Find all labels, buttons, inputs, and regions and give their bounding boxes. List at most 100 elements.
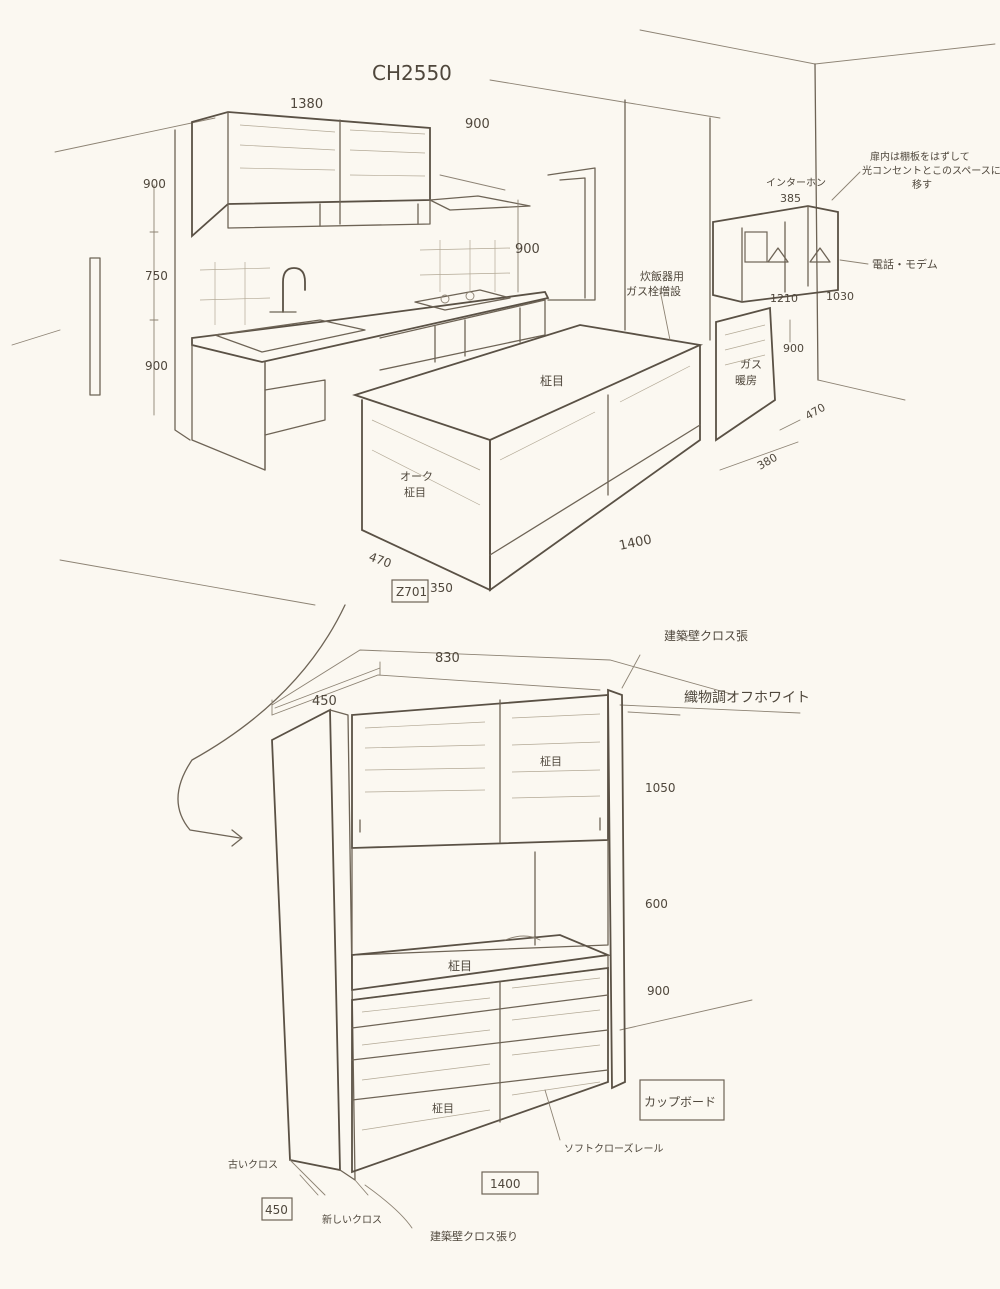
dim-heater-h: 900 <box>783 342 804 355</box>
note-gas-heater: ガス 暖房 <box>735 358 766 387</box>
duct-leader <box>659 289 671 341</box>
back-doorway <box>547 167 596 301</box>
back-doorway-inner <box>559 177 586 299</box>
ceiling-line-right <box>489 79 721 119</box>
cupboard-drawers <box>351 966 609 1174</box>
dim-island-length: 1400 <box>618 532 653 554</box>
floor-line-left <box>11 329 61 346</box>
drawer-hsplits <box>351 994 609 1101</box>
right-wall-floor <box>619 999 753 1031</box>
lower-cabinet-left <box>191 344 266 471</box>
width-total-box <box>481 1171 539 1195</box>
note-cupboard: カップボード <box>644 1095 716 1109</box>
ref-tag-2: 450 <box>265 1203 288 1217</box>
note-old-cloth: 古いクロス <box>228 1158 278 1171</box>
floor-corner-line <box>817 379 906 401</box>
ceiling-corner <box>639 29 996 65</box>
old-cloth-leader <box>299 1174 319 1196</box>
bottom-floor-lines <box>289 1159 369 1196</box>
ceiling-line-left <box>54 117 216 153</box>
upper-door-handles <box>359 817 601 833</box>
burner-2 <box>465 291 475 301</box>
note-gas-heater-line1: ガス <box>740 358 762 371</box>
wall-niche <box>712 205 839 303</box>
wall-pillar <box>624 99 711 341</box>
connector-arrow <box>177 604 346 839</box>
dim-heater-w: 470 <box>803 401 828 423</box>
heater-dim-line <box>719 419 801 471</box>
wall-corner-line <box>814 63 819 381</box>
cooktop <box>414 289 511 311</box>
dim-hood-rise: 900 <box>515 242 540 257</box>
bottom-ceiling <box>271 649 736 706</box>
dim-heater-d: 380 <box>755 451 780 473</box>
cupboard-right-panel <box>607 688 626 1090</box>
note-wall-cabinet-line1: 扉内は棚板をはずして <box>870 150 970 163</box>
dim-upper-height: 900 <box>143 177 166 191</box>
faucet <box>282 267 306 313</box>
upper-door-label: 柾目 <box>540 754 562 768</box>
bottom-soffit <box>271 674 601 716</box>
open-niche <box>351 839 609 956</box>
dim-depth: 450 <box>312 694 337 709</box>
dim-width-total: 1400 <box>490 1177 521 1191</box>
island-top-label: 柾目 <box>540 374 564 388</box>
dim-island-a: 470 <box>367 550 393 571</box>
dim-backsplash: 750 <box>145 269 168 283</box>
upper-cabinet-hatch <box>239 124 426 177</box>
depth-dim-line <box>271 661 381 716</box>
note-intercom: インターホン <box>766 177 826 189</box>
lower-drawers <box>379 299 546 371</box>
island-top <box>352 324 704 441</box>
note-duct-line2: ガス栓増設 <box>626 284 681 298</box>
note-wall-cabinet: 扉内は棚板をはずして 光コンセントとこのスペースに 移す <box>862 150 1000 191</box>
island-side-label: オーク 柾目 <box>400 470 437 499</box>
dim-upper-h: 1050 <box>645 781 676 795</box>
cupboard-label-box <box>639 1079 725 1121</box>
upper-cabinet-bottom <box>227 199 431 229</box>
counter-item <box>504 935 541 941</box>
note-wall-cabinet-line3: 移す <box>912 178 932 191</box>
dim-upper-width: 1380 <box>290 97 323 112</box>
left-door-edge <box>89 257 101 396</box>
cupboard-side-panel <box>271 708 341 1172</box>
note-wall-cabinet-line2: 光コンセントとこのスペースに <box>862 164 1000 177</box>
note-fabric-white: 織物調オフホワイト <box>684 690 810 706</box>
knee-space <box>264 379 326 436</box>
backsplash-tiles <box>199 240 511 325</box>
note-soft-close: ソフトクローズレール <box>564 1142 664 1155</box>
island-front <box>489 344 701 592</box>
note-building-wall-cloth: 建築壁クロス張 <box>664 628 748 643</box>
dim-width: 830 <box>435 651 460 666</box>
dim-intercom: 385 <box>780 192 801 205</box>
dim-hood-width: 900 <box>465 117 490 132</box>
ref-tag-1: Z701 <box>396 585 427 599</box>
dim-counter-h: 900 <box>647 984 670 998</box>
phone-leader <box>839 259 869 265</box>
dim-open-h: 600 <box>645 897 668 911</box>
counter-edge <box>351 954 609 1001</box>
island-side-line2: 柾目 <box>404 485 426 499</box>
connector-arrowhead <box>231 829 243 847</box>
intercom-box <box>744 231 768 263</box>
soft-close-leader <box>544 1089 561 1141</box>
island-rail <box>489 424 701 556</box>
range-hood <box>429 195 531 211</box>
fabric-leader <box>627 711 681 716</box>
dim-niche-2: 1030 <box>826 290 854 303</box>
counter-label: 柾目 <box>448 959 472 973</box>
drawer-hatch <box>361 977 601 1131</box>
upper-cabinet-shelf <box>319 203 419 227</box>
wall-cloth-leader <box>621 654 641 689</box>
island-side-line1: オーク <box>400 470 433 483</box>
dim-island-b: 350 <box>430 581 453 595</box>
gas-heater <box>715 306 776 442</box>
niche-inner-lines <box>784 205 809 293</box>
cupboard-upper-doors <box>351 694 609 849</box>
sink <box>214 319 366 353</box>
cabinet-note-leader <box>831 171 861 201</box>
gas-heater-grille <box>724 324 766 366</box>
ref-tag-2-box <box>261 1197 293 1221</box>
